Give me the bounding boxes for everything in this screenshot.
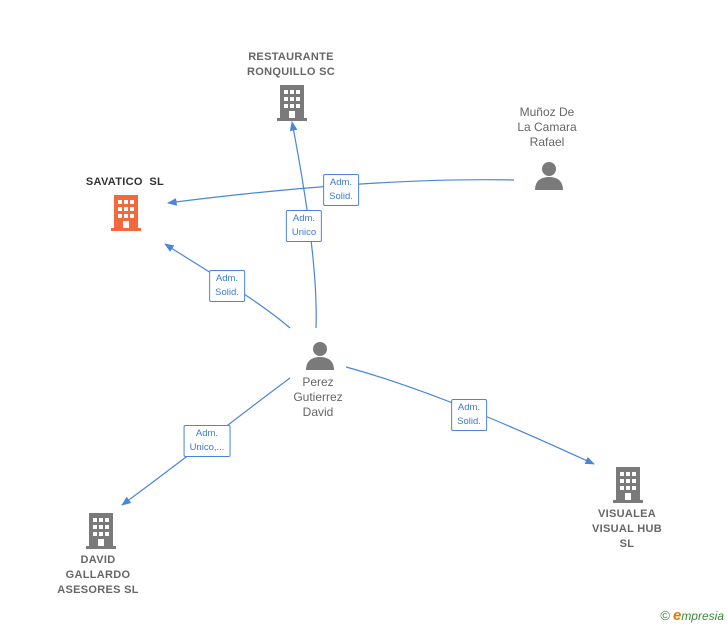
building-icon[interactable]	[86, 513, 116, 549]
building-icon[interactable]	[277, 85, 307, 121]
node-label-line: Perez	[302, 375, 334, 389]
edge-label-munoz-savatico[interactable]: Adm. Solid.	[323, 174, 359, 206]
edge-label-line: Unico,...	[189, 442, 225, 453]
building-icon[interactable]	[613, 467, 643, 503]
edge-label-line: Unico	[291, 227, 317, 238]
node-restaurante-label[interactable]: RESTAURANTE RONQUILLO SC	[247, 50, 335, 80]
node-label-line: Muñoz De	[519, 105, 575, 119]
edge-label-perez-restaurante[interactable]: Adm. Unico	[285, 210, 323, 242]
node-label-line: Rafael	[529, 135, 565, 149]
node-savatico-label[interactable]: SAVATICO SL	[86, 175, 164, 190]
node-label-line: DAVID	[80, 554, 116, 566]
node-perez-label[interactable]: Perez Gutierrez David	[293, 375, 342, 420]
node-gallardo-label[interactable]: DAVID GALLARDO ASESORES SL	[57, 553, 139, 598]
node-munoz-label[interactable]: Muñoz De La Camara Rafael	[517, 105, 576, 150]
node-label-line: VISUAL HUB	[591, 523, 663, 535]
node-label-line: La Camara	[517, 120, 577, 134]
person-icon[interactable]	[305, 340, 335, 370]
node-label-line: SL	[619, 538, 635, 550]
node-label-line: Gutierrez	[293, 390, 343, 404]
edge-label-line: Adm.	[215, 273, 239, 284]
edge-label-perez-gallardo[interactable]: Adm. Unico,...	[183, 425, 231, 457]
edge-label-line: Adm.	[292, 213, 316, 224]
node-label-line: GALLARDO	[65, 569, 131, 581]
edge-label-line: Adm.	[195, 428, 219, 439]
copyright-icon: ©	[660, 608, 670, 623]
node-label-line: SAVATICO SL	[85, 176, 165, 188]
node-visualea-label[interactable]: VISUALEA VISUAL HUB SL	[592, 507, 662, 552]
node-label-line: RESTAURANTE	[248, 51, 334, 63]
node-label-line: David	[302, 405, 334, 419]
node-label-line: VISUALEA	[597, 508, 657, 520]
brand-logo[interactable]: © empresia	[660, 607, 724, 624]
edge-label-line: Adm.	[329, 177, 353, 188]
node-label-line: RONQUILLO SC	[247, 66, 335, 78]
person-icon[interactable]	[534, 160, 564, 190]
edge-label-perez-savatico[interactable]: Adm. Solid.	[209, 270, 245, 302]
brand-initial: e	[672, 607, 682, 624]
edge-label-line: Solid.	[457, 416, 481, 427]
edge-label-line: Adm.	[457, 402, 481, 413]
edge-label-line: Solid.	[215, 287, 239, 298]
node-label-line: ASESORES SL	[57, 584, 139, 596]
edge-label-perez-visualea[interactable]: Adm. Solid.	[451, 399, 487, 431]
edge-label-line: Solid.	[329, 191, 353, 202]
brand-name: mpresia	[681, 609, 724, 623]
building-icon[interactable]	[110, 195, 142, 231]
